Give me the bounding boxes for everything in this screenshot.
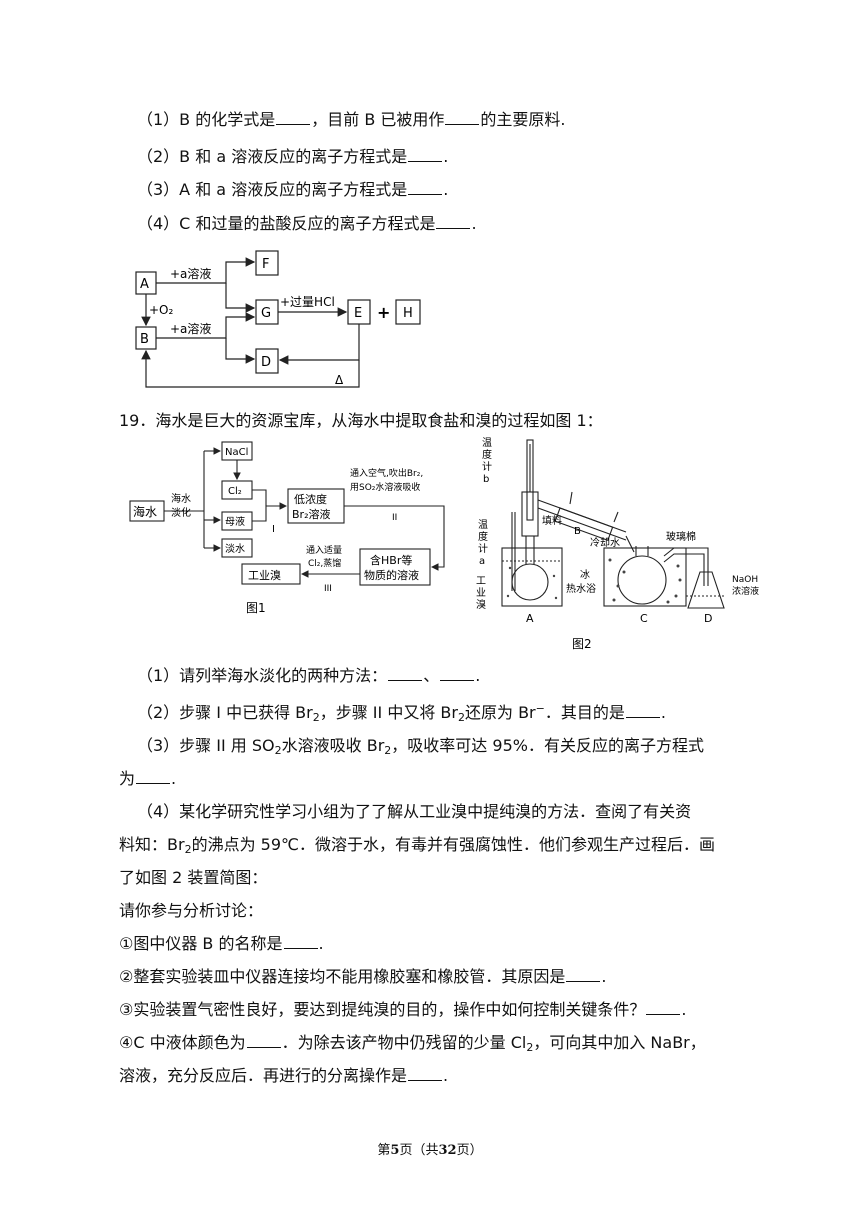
fig2-cold: 冷却水: [590, 536, 620, 549]
fig1-hbr-2: 物质的溶液: [364, 568, 419, 582]
fig1-air-2: 用SO₂水溶液吸收: [350, 481, 420, 493]
fig2-thermo-a-4: a: [479, 556, 485, 567]
fig1-lowbr-1: 低浓度: [294, 492, 327, 506]
q19-part3: （3）步骤 II 用 SO2水溶液吸收 Br2，吸收率可达 95%．有关反应的离…: [137, 736, 704, 757]
q19-part4: （4）某化学研究性学习小组为了了解从工业溴中提纯溴的方法．查阅了有关资: [137, 802, 692, 821]
fig1-air-1: 通入空气,吹出Br₂,: [350, 467, 423, 479]
q19-discuss: 请你参与分析讨论：: [119, 901, 264, 920]
fig1-step3: III: [324, 584, 332, 594]
q19-part2: （2）步骤 I 中已获得 Br2，步骤 II 中又将 Br2还原为 Br−．其目…: [137, 702, 666, 724]
box-g-label: G: [261, 306, 271, 321]
box-e-label: E: [354, 306, 362, 321]
fig2-thermo-b-4: b: [483, 474, 489, 485]
plus-sign: +: [377, 303, 390, 322]
fig2-thermo-b-1: 温: [482, 437, 492, 449]
fig1-hbr-1: 含HBr等: [370, 553, 412, 567]
q18-part4: （4）C 和过量的盐酸反应的离子方程式是.: [137, 214, 477, 233]
fig2-thermo-b-2: 度: [482, 448, 492, 461]
q19-sub4: ④C 中液体颜色为．为除去该产物中仍残留的少量 Cl2，可向其中加入 NaBr，: [119, 1033, 706, 1054]
fig1-desal-2: 淡化: [171, 506, 191, 519]
q18-part2: （2）B 和 a 溶液反应的离子方程式是.: [137, 147, 449, 166]
box-h-label: H: [403, 306, 413, 321]
fig2-naoh-2: 浓溶液: [732, 585, 759, 597]
fig2-thermo-a-3: 计: [478, 542, 488, 555]
fig2-b: B: [574, 526, 581, 537]
fig2-glasswool: 玻璃棉: [666, 530, 696, 543]
label-delta: Δ: [335, 373, 344, 387]
box-a-label: A: [140, 277, 149, 292]
fig2-indbr-2: 业: [476, 587, 486, 599]
q19-sub2: ②整套实验装皿中仪器连接均不能用橡胶塞和橡胶管．其原因是.: [119, 967, 607, 986]
fig1-cl2s-1: 通入适量: [306, 545, 342, 556]
fig1-step1: I: [272, 524, 275, 535]
fig2-d: D: [704, 612, 712, 625]
figure-1-flowchart: 海水 海水 淡化 NaCl Cl₂ 母液 淡水 I 低浓度 Br₂溶液 通入空气…: [129, 441, 445, 615]
fig1-cl2: Cl₂: [228, 486, 242, 497]
q19-part3-cont: 为.: [119, 769, 177, 788]
label-excess-hcl: +过量HCl: [280, 295, 335, 309]
q19-part4-cont1: 料知：Br2的沸点为 59℃．微溶于水，有毒并有强腐蚀性．他们参观生产过程后．画: [119, 835, 715, 856]
fig1-fresh: 淡水: [225, 543, 245, 555]
fig1-step2: II: [392, 513, 397, 523]
fig2-caption: 图2: [572, 637, 592, 651]
q19-intro: 19．海水是巨大的资源宝库，从海水中提取食盐和溴的过程如图 1：: [119, 411, 603, 430]
fig2-indbr-1: 工: [476, 576, 486, 587]
fig2-thermo-a-1: 温: [478, 519, 488, 531]
box-d-label: D: [261, 355, 271, 370]
q18-part1: （1）B 的化学式是，目前 B 已被用作的主要原料.: [137, 110, 566, 129]
fig1-mother: 母液: [225, 515, 245, 528]
fig2-thermo-b-3: 计: [482, 460, 492, 473]
label-plus-a-top: +a溶液: [170, 266, 211, 281]
q19-part4-cont2: 了如图 2 装置简图：: [119, 868, 268, 887]
label-plus-a-bottom: +a溶液: [170, 321, 211, 336]
page-footer: 第5页（共32页）: [377, 1143, 483, 1158]
q19-sub3: ③实验装置气密性良好，要达到提纯溴的目的，操作中如何控制关键条件？.: [119, 1000, 687, 1019]
q19-sub1: ①图中仪器 B 的名称是.: [119, 934, 324, 953]
fig2-naoh-1: NaOH: [732, 575, 758, 585]
box-f-label: F: [262, 257, 269, 272]
label-plus-o2: +O₂: [149, 303, 174, 317]
q19-sub4-cont: 溶液，充分反应后．再进行的分离操作是.: [119, 1066, 449, 1085]
box-b-label: B: [140, 332, 149, 347]
fig1-lowbr-2: Br₂溶液: [292, 507, 330, 521]
q19-part1: （1）请列举海水淡化的两种方法：、.: [137, 666, 481, 685]
fig2-ice: 冰: [580, 568, 590, 581]
fig2-packing: 填料: [542, 514, 562, 527]
fig1-desal-1: 海水: [171, 492, 191, 505]
q18-flow-diagram: A B F G D E H + +a溶液 +O₂ +a溶液 +过量HCl Δ: [135, 250, 421, 388]
figure-2-apparatus: 温 度 计 b 温 度 计 a 填料 B 冷却水 玻璃棉 NaOH 浓溶液 工 …: [476, 437, 759, 651]
fig1-nacl: NaCl: [225, 447, 248, 458]
fig1-cl2s-2: Cl₂,蒸馏: [308, 557, 341, 569]
fig2-indbr-3: 溴: [476, 598, 486, 611]
fig1-seawater: 海水: [133, 504, 157, 519]
q18-part3: （3）A 和 a 溶液反应的离子方程式是.: [137, 180, 449, 199]
fig1-caption: 图1: [246, 601, 266, 615]
fig1-indbr: 工业溴: [248, 568, 281, 582]
fig2-hot: 热水浴: [566, 582, 596, 595]
fig2-a: A: [526, 612, 534, 625]
fig2-c: C: [640, 612, 648, 625]
fig2-thermo-a-2: 度: [478, 530, 488, 543]
